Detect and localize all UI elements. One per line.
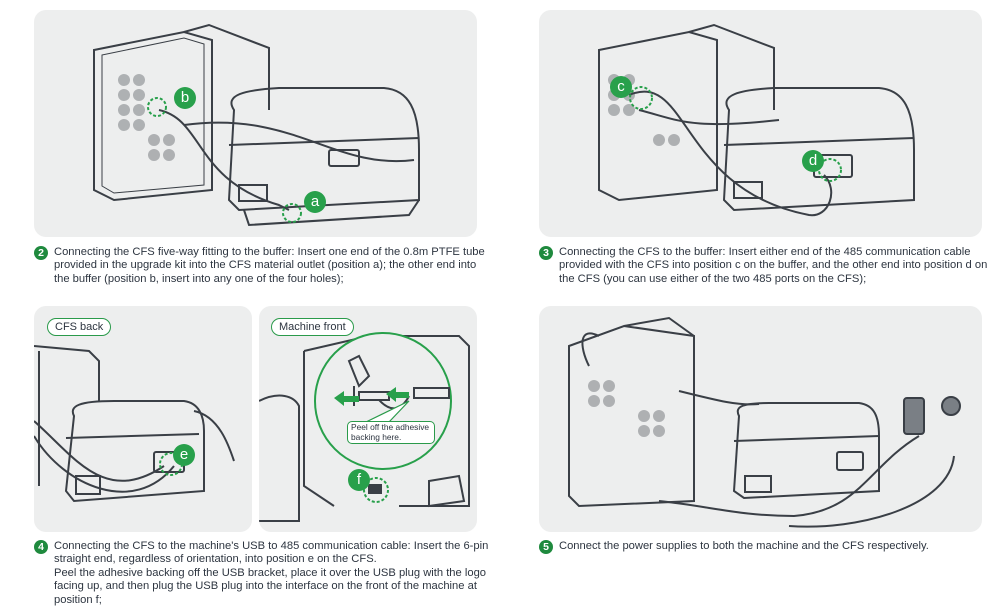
- printer-buffer-cfs-drawing: [93, 23, 420, 227]
- marker-c: c: [610, 76, 632, 98]
- step-number-badge: 3: [539, 246, 553, 260]
- marker-b: b: [174, 87, 196, 109]
- step-number-badge: 5: [539, 540, 553, 554]
- step-5-caption: 5 Connect the power supplies to both the…: [539, 540, 989, 554]
- step-text-line-1: Connecting the CFS to the machine's USB …: [54, 540, 489, 566]
- view-label-cfs-back: CFS back: [47, 318, 112, 336]
- power-connection-drawing: [568, 316, 961, 528]
- step-number-badge: 4: [34, 540, 48, 554]
- cfs-back-drawing: [34, 345, 235, 503]
- step-3-illustration: c d: [539, 10, 982, 237]
- step-4-cfs-back-illustration: CFS back e: [34, 306, 252, 532]
- step-text: Connecting the CFS to the buffer: Insert…: [559, 246, 988, 285]
- marker-d: d: [802, 150, 824, 172]
- power-adapter-icon: [903, 397, 925, 435]
- adhesive-callout: Peel off the adhesive backing here.: [347, 421, 435, 444]
- view-label-machine-front: Machine front: [271, 318, 354, 336]
- step-2-illustration: a b: [34, 10, 477, 237]
- step-text: Connect the power supplies to both the m…: [559, 540, 929, 552]
- marker-e: e: [173, 444, 195, 466]
- step-4-caption: 4 Connecting the CFS to the machine's US…: [34, 540, 494, 607]
- step-5-illustration: [539, 306, 982, 532]
- power-plug-icon: [941, 396, 961, 416]
- machine-front-drawing: [259, 332, 470, 522]
- step-text: Connecting the CFS five-way fitting to t…: [54, 246, 485, 285]
- marker-f: f: [348, 469, 370, 491]
- step-number-badge: 2: [34, 246, 48, 260]
- step-text-line-2: Peel the adhesive backing off the USB br…: [54, 566, 487, 606]
- step-4-machine-front-illustration: Machine front Peel off the adhesive back…: [259, 306, 477, 532]
- step-2-caption: 2 Connecting the CFS five-way fitting to…: [34, 246, 486, 286]
- printer-buffer-cfs-drawing: [598, 23, 915, 217]
- step-3-caption: 3 Connecting the CFS to the buffer: Inse…: [539, 246, 989, 286]
- marker-a: a: [304, 191, 326, 213]
